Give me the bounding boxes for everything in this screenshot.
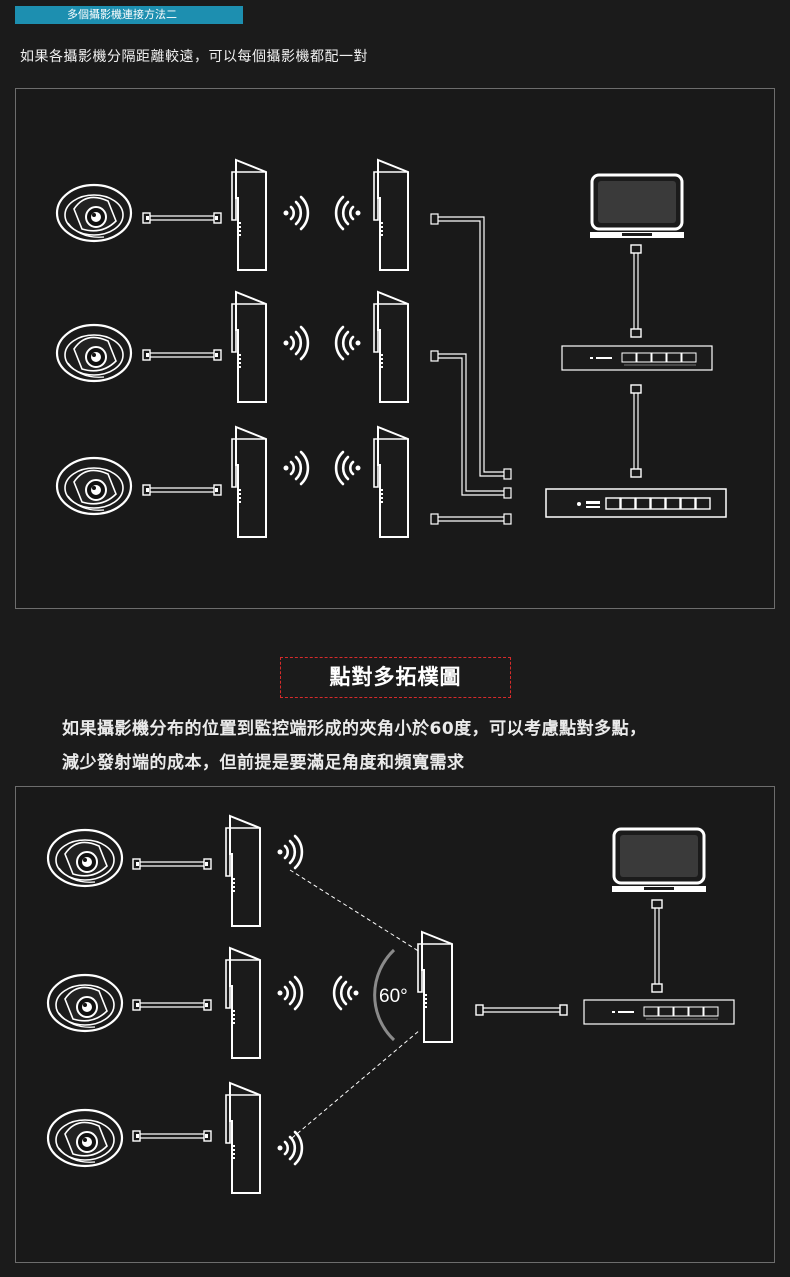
ethernet-cable-icon <box>475 1004 568 1016</box>
coverage-angle-lines <box>289 869 421 1139</box>
ethernet-cable-icon <box>630 384 642 478</box>
description-line-2: 減少發射端的成本，但前提是要滿足角度和頻寬需求 <box>62 753 465 773</box>
transmitter-cpe-icon-1 <box>231 159 267 271</box>
ethernet-cable-icon <box>132 1130 212 1142</box>
switch-icon <box>583 999 735 1025</box>
transmitter-cpe-icon-3 <box>225 1082 261 1194</box>
wifi-signal-icon <box>334 325 362 361</box>
wifi-signal-icon <box>276 834 304 870</box>
network-switch-icon <box>545 488 727 518</box>
receiver-to-switch-cables <box>430 213 512 525</box>
receiver-cpe-icon-2 <box>373 291 409 403</box>
description-line-1: 如果攝影機分布的位置到監控端形成的夾角小於60度，可以考慮點對多點， <box>62 719 647 739</box>
transmitter-cpe-icon-2 <box>231 291 267 403</box>
wifi-signal-icon <box>282 325 310 361</box>
switch-icon <box>561 345 713 371</box>
ethernet-cable-icon <box>630 244 642 338</box>
camera-icon-1 <box>55 183 133 243</box>
ethernet-cable-icon <box>142 484 222 496</box>
ethernet-cable-icon <box>142 212 222 224</box>
wifi-signal-icon <box>334 195 362 231</box>
camera-icon-3 <box>55 456 133 516</box>
section-tag: 多個攝影機連接方法二 <box>15 6 243 24</box>
wifi-signal-icon <box>334 450 362 486</box>
laptop-icon <box>610 827 708 894</box>
ethernet-cable-icon <box>651 899 663 993</box>
camera-icon-1 <box>46 828 124 888</box>
transmitter-cpe-icon-3 <box>231 426 267 538</box>
laptop-icon <box>588 173 686 240</box>
ethernet-cable-icon <box>142 349 222 361</box>
ethernet-cable-icon <box>132 858 212 870</box>
intro-text: 如果各攝影機分隔距離較遠，可以每個攝影機都配一對 <box>20 49 368 65</box>
transmitter-cpe-icon-1 <box>225 815 261 927</box>
receiver-cpe-icon-3 <box>373 426 409 538</box>
wifi-signal-icon <box>276 1130 304 1166</box>
wifi-signal-icon <box>282 450 310 486</box>
ethernet-cable-icon <box>132 999 212 1011</box>
wifi-signal-icon <box>332 975 360 1011</box>
camera-icon-2 <box>55 323 133 383</box>
camera-icon-3 <box>46 1108 124 1168</box>
receiver-cpe-icon-1 <box>373 159 409 271</box>
angle-arc <box>373 948 396 1042</box>
receiver-cpe-icon <box>417 931 453 1043</box>
camera-icon-2 <box>46 973 124 1033</box>
wifi-signal-icon <box>282 195 310 231</box>
topology-heading: 點對多拓樸圖 <box>280 657 511 698</box>
wifi-signal-icon <box>276 975 304 1011</box>
transmitter-cpe-icon-2 <box>225 947 261 1059</box>
angle-label: 60° <box>379 986 408 1007</box>
